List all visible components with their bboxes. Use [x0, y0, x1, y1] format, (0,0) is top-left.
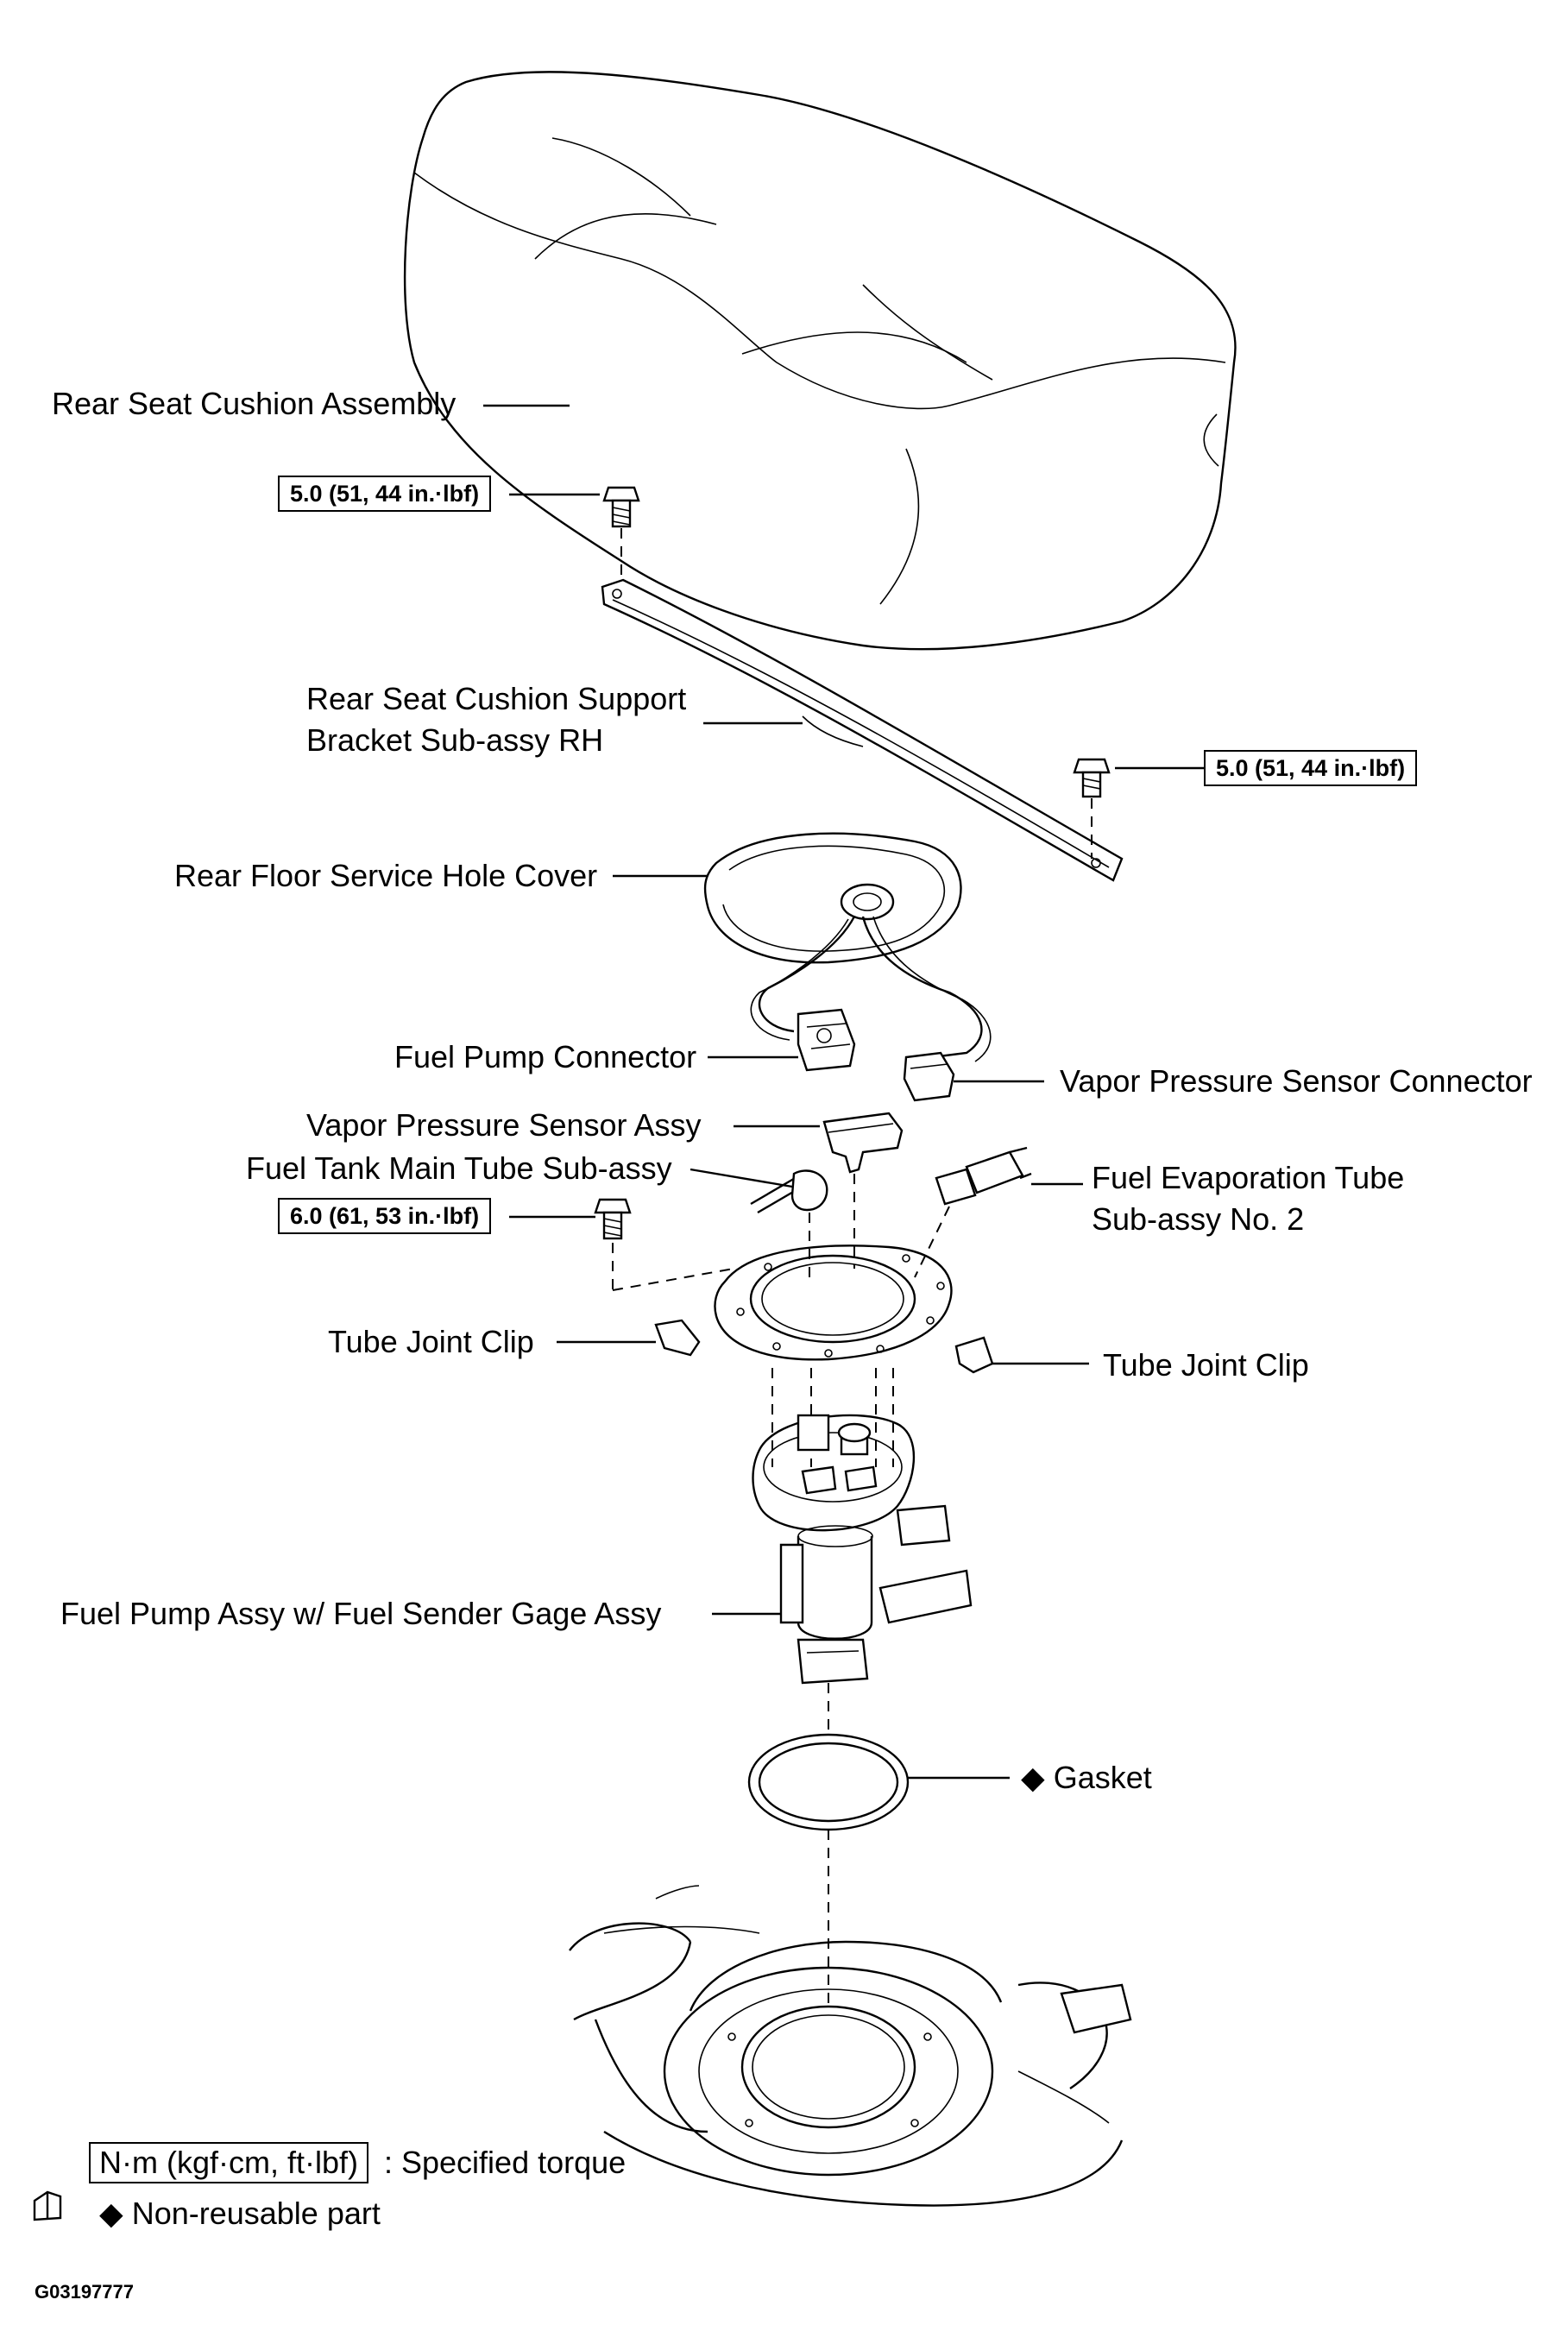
- label-fuel-pump-assy: Fuel Pump Assy w/ Fuel Sender Gage Assy: [60, 1596, 662, 1631]
- wiring-harness-drawing: [750, 916, 992, 1062]
- guide-lines: [771, 1368, 894, 2011]
- main-tube-drawing: [750, 1169, 828, 1277]
- leader-lines: [483, 404, 1204, 1780]
- bolt-right: [1073, 758, 1111, 859]
- torque-box-bracket-left: 5.0 (51, 44 in.·lbf): [278, 476, 492, 512]
- fuel-tank-drawing: [569, 1885, 1132, 2207]
- torque-box-bracket-right: 5.0 (51, 44 in.·lbf): [1204, 750, 1418, 786]
- legend-nonreusable: ◆ Non-reusable part: [99, 2196, 381, 2231]
- non-reusable-diamond-icon: ◆: [99, 2196, 123, 2231]
- figure-id: G03197777: [35, 2281, 134, 2303]
- retainer-ring-drawing: [714, 1244, 953, 1361]
- label-service-hole-cover: Rear Floor Service Hole Cover: [174, 858, 598, 893]
- fuel-pump-connector-drawing: [797, 1008, 856, 1072]
- label-gasket: ◆ Gasket: [1021, 1761, 1152, 1795]
- label-vapor-sensor-assy: Vapor Pressure Sensor Assy: [306, 1107, 702, 1143]
- support-bracket-drawing: [601, 578, 1124, 882]
- evap-tube-drawing: [914, 1146, 1032, 1278]
- label-tube-joint-clip-left: Tube Joint Clip: [328, 1324, 534, 1359]
- service-hole-cover-drawing: [703, 832, 962, 964]
- label-fuel-pump-connector: Fuel Pump Connector: [394, 1039, 697, 1074]
- rear-seat-cushion-drawing: [403, 71, 1237, 651]
- legend-torque-desc: : Specified torque: [384, 2145, 627, 2180]
- label-gasket-text: Gasket: [1053, 1760, 1152, 1795]
- vapor-sensor-connector-drawing: [903, 1051, 955, 1102]
- label-support-bracket-line1: Rear Seat Cushion Support: [306, 681, 687, 716]
- legend-nonreusable-text: Non-reusable part: [131, 2196, 381, 2231]
- fuel-pump-assembly-drawing: [752, 1414, 973, 1685]
- label-rear-seat-cushion: Rear Seat Cushion Assembly: [52, 386, 457, 421]
- tube-joint-clip-right-drawing: [954, 1336, 994, 1374]
- torque-box-retainer: 6.0 (61, 53 in.·lbf): [278, 1198, 492, 1234]
- label-vapor-sensor-connector: Vapor Pressure Sensor Connector: [1060, 1063, 1533, 1099]
- vapor-pressure-sensor-drawing: [822, 1112, 904, 1269]
- book-icon-graphic: [33, 2190, 62, 2221]
- label-evap-tube-line1: Fuel Evaporation Tube: [1092, 1160, 1405, 1195]
- label-main-tube: Fuel Tank Main Tube Sub-assy: [246, 1150, 672, 1186]
- non-reusable-diamond-icon: ◆: [1021, 1760, 1045, 1795]
- tube-joint-clip-left-drawing: [654, 1319, 701, 1357]
- label-evap-tube-line2: Sub-assy No. 2: [1092, 1201, 1305, 1237]
- label-support-bracket-line2: Bracket Sub-assy RH: [306, 722, 604, 758]
- label-tube-joint-clip-right: Tube Joint Clip: [1103, 1347, 1309, 1383]
- legend-torque-unit-box: N·m (kgf·cm, ft·lbf): [89, 2142, 368, 2183]
- bolt-retainer: [594, 1198, 734, 1291]
- bolt-left: [602, 486, 640, 583]
- gasket-drawing: [747, 1733, 910, 1831]
